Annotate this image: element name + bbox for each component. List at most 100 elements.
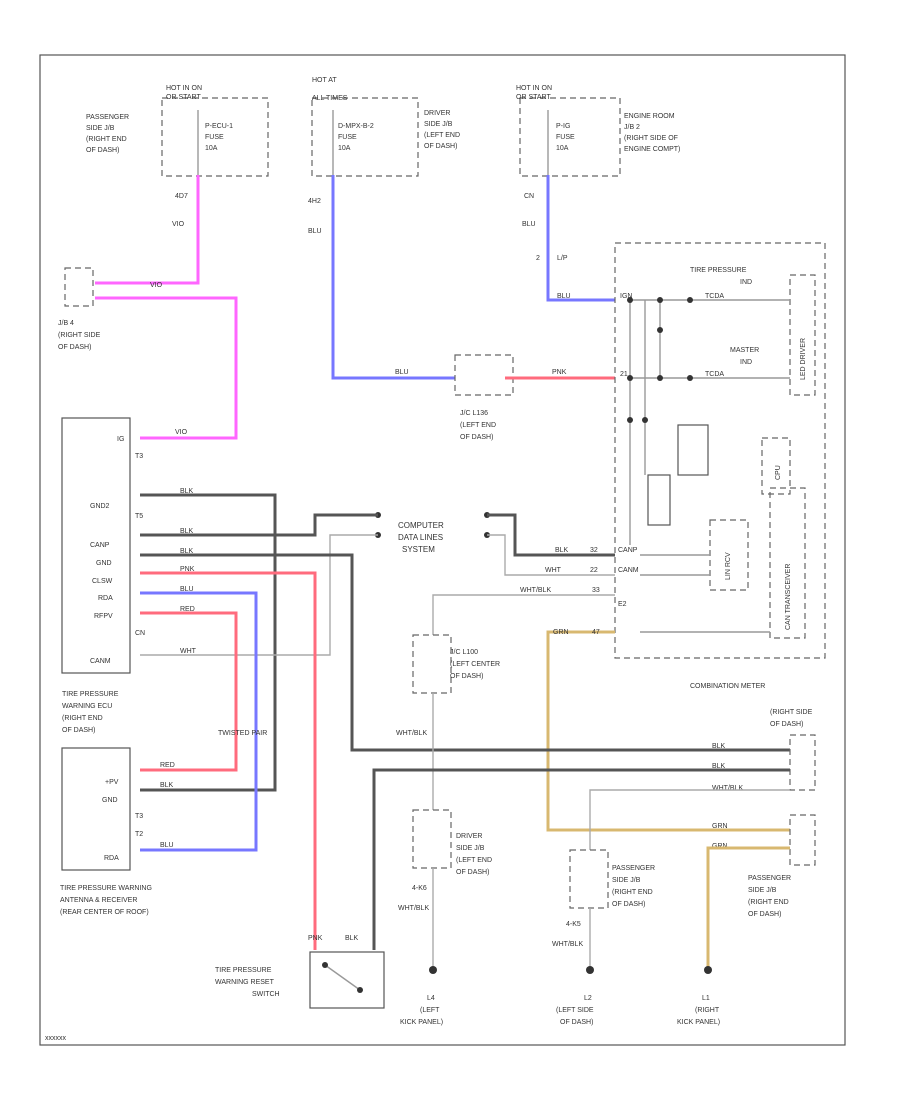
engine-room-label-2: J/B 2 [624, 124, 640, 131]
hot-label-2b: ALL TIMES [312, 95, 348, 102]
ant-pin-t3: T3 [135, 813, 143, 820]
passenger-jb-label: PASSENGER [86, 114, 129, 121]
hot-label-2: HOT AT [312, 77, 337, 84]
hot-label-3: HOT IN ON [516, 85, 552, 92]
meter-tcda-1: TCDA [705, 293, 724, 300]
gnd-l1-label-3: KICK PANEL) [677, 1019, 720, 1026]
wire-gnd [140, 553, 790, 752]
wire-yellow-2 [706, 846, 790, 968]
wire-color-grn-2: GRN [712, 823, 728, 830]
engine-room-label-3: (RIGHT SIDE OF [624, 135, 678, 142]
driver-jb2-label: DRIVER [456, 833, 482, 840]
pass-jb3-label: PASSENGER [748, 875, 791, 882]
jc-l100-label-3: OF DASH) [450, 673, 483, 680]
footer-code: xxxxxx [45, 1035, 67, 1042]
switch-pin-blk: BLK [345, 935, 359, 942]
wire-id-4d7: 4D7 [175, 193, 188, 200]
wire-yellow-1 [546, 630, 790, 832]
wire-color-wht-blk-l2: WHT/BLK [552, 941, 583, 948]
computer-label-3: SYSTEM [402, 545, 435, 554]
lin-rcv-label: LIN RCV [725, 552, 732, 580]
wire-e2 [432, 594, 615, 635]
combination-meter: TIRE PRESSURE IND MASTER IND LED DRIVER … [614, 242, 826, 690]
wire-color-wht-rs: WHT/BLK [712, 785, 743, 792]
gnd-l2-label-2: (LEFT SIDE [556, 1007, 594, 1014]
right-side-connector: (RIGHT SIDE OF DASH) BLK BLK WHT/BLK [712, 709, 816, 792]
wire-canm-left [140, 534, 378, 656]
driver-jb2-label-2: SIDE J/B [456, 845, 485, 852]
ecu-pin-ig: IG [117, 436, 124, 443]
meter-e2: E2 [618, 601, 627, 608]
gnd-id-4k6: 4-K6 [412, 885, 427, 892]
gnd-l1-label-2: (RIGHT [695, 1007, 720, 1014]
ant-pin-gnd: GND [102, 797, 118, 804]
wire-color-blk-rs1: BLK [712, 743, 726, 750]
jc-l100: J/C L100 (LEFT CENTER OF DASH) WHT/BLK [396, 634, 500, 810]
jc-l136-label-2: (LEFT END [460, 422, 496, 429]
fuse3-label: FUSE [556, 134, 575, 141]
wire-color-pnk-1: PNK [552, 369, 567, 376]
pass-jb3-label-4: OF DASH) [748, 911, 781, 918]
meter-pin-ign: IGN [620, 293, 632, 300]
meter-tcda-2: TCDA [705, 371, 724, 378]
fuse1-name: P-ECU-1 [205, 123, 233, 130]
ground-l1: L1 (RIGHT KICK PANEL) [677, 966, 720, 1026]
meter-pin-21: 21 [620, 371, 628, 378]
wire-id-cn: CN [524, 193, 534, 200]
engine-room-label: ENGINE ROOM [624, 113, 675, 120]
computer-label-2: DATA LINES [398, 533, 443, 542]
wire-color-blu-2: BLU [395, 369, 409, 376]
wire-blue-2 [546, 175, 615, 302]
wire-color-blk-rs2: BLK [712, 763, 726, 770]
tire-ind-label: TIRE PRESSURE [690, 267, 747, 274]
wire-color-blk-gnd2: BLK [180, 488, 194, 495]
cpu-label: CPU [775, 465, 782, 480]
wire-canp-left [140, 513, 378, 537]
passenger-jb-label-2: SIDE J/B [86, 125, 115, 132]
wire-rda [140, 591, 258, 852]
ecu-label-2: WARNING ECU [62, 703, 112, 710]
wire-color-red-ant: RED [160, 762, 175, 769]
ant-pin-pv: +PV [105, 779, 119, 786]
wire-color-grn-1: GRN [553, 629, 569, 636]
hot-label-1: HOT IN ON [166, 85, 202, 92]
tire-pressure-warning-ecu: IG T3 GND2 T5 CANP GND CLSW RDA RFPV CN … [61, 417, 145, 734]
wire-color-wht-canm: WHT [180, 648, 197, 655]
ecu-pin-clsw: CLSW [92, 578, 113, 585]
gnd-id-4k5: 4-K5 [566, 921, 581, 928]
twisted-pair-label: TWISTED PAIR [218, 730, 267, 737]
driver-jb2-label-4: OF DASH) [456, 869, 489, 876]
ecu-pin-canm: CANM [90, 658, 111, 665]
ecu-pin-rfpv: RFPV [94, 613, 113, 620]
jb4-connector: J/B 4 (RIGHT SIDE OF DASH) [58, 267, 101, 351]
switch-label-2: WARNING RESET [215, 979, 275, 986]
wire-canm-right [487, 534, 615, 576]
jc-l136: J/C L136 (LEFT END OF DASH) [454, 354, 514, 441]
wire-color-wht-blk-l4: WHT/BLK [398, 905, 429, 912]
master-ind-label: MASTER [730, 347, 759, 354]
pass-jb2-label: PASSENGER [612, 865, 655, 872]
gnd-l4-label-2: (LEFT [420, 1007, 440, 1014]
pass-jb3-label-2: SIDE J/B [748, 887, 777, 894]
ecu-pin-canp: CANP [90, 542, 110, 549]
wire-color-wht-blk-jc: WHT/BLK [396, 730, 427, 737]
wire-id-2: 2 [536, 255, 540, 262]
meter-pin-47: 47 [592, 629, 600, 636]
wire-color-blk-meter: BLK [555, 547, 569, 554]
gnd-l2-id: L2 [584, 995, 592, 1002]
passenger-jb-label-3: (RIGHT END [86, 136, 127, 143]
hot-label-1b: OR START [166, 94, 201, 101]
driver-jb-label: DRIVER [424, 110, 450, 117]
fuse2-amp: 10A [338, 145, 351, 152]
ground-l4: L4 (LEFT KICK PANEL) [400, 966, 443, 1026]
jc-l136-label: J/C L136 [460, 410, 488, 417]
meter-canp: CANP [618, 547, 638, 554]
can-transceiver-label: CAN TRANSCEIVER [785, 564, 792, 630]
antenna-label-2: ANTENNA & RECEIVER [60, 897, 137, 904]
wire-blue-1 [331, 175, 455, 380]
computer-label: COMPUTER [398, 521, 444, 530]
led-driver-label: LED DRIVER [800, 338, 807, 380]
passenger-jb-middle: PASSENGER SIDE J/B (RIGHT END OF DASH) 4… [552, 849, 655, 968]
ant-pin-rda: RDA [104, 855, 119, 862]
